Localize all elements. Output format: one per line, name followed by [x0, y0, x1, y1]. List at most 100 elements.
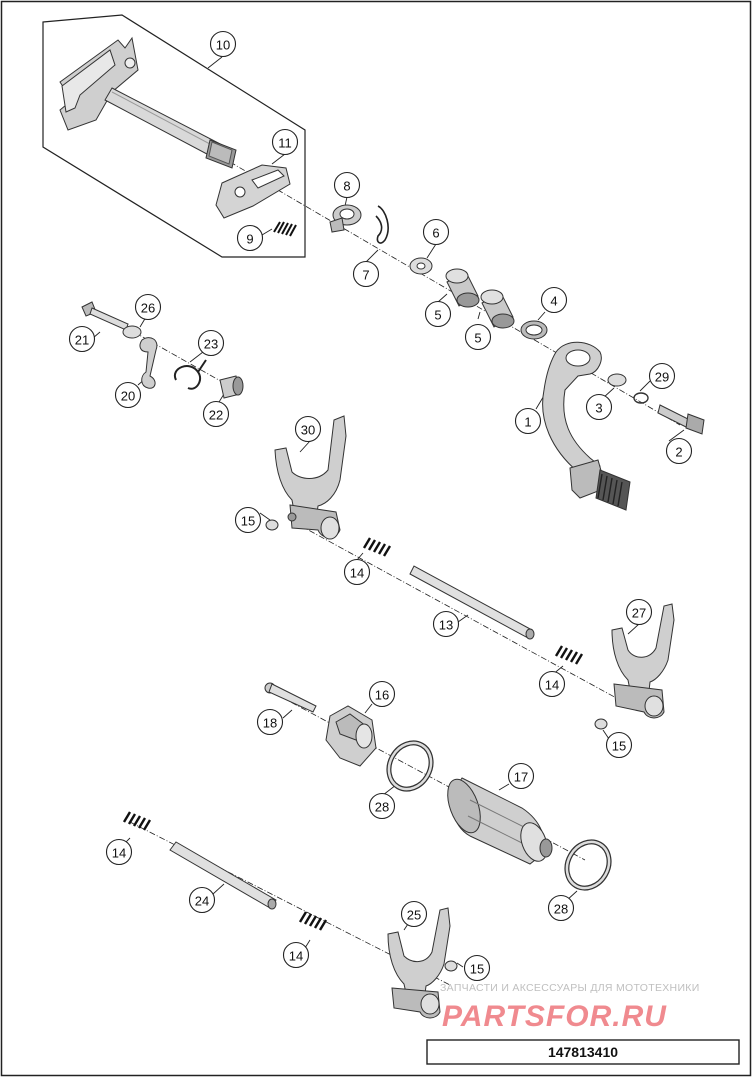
callout-26: 26 [134, 293, 162, 321]
shift-drum-17 [447, 777, 553, 865]
svg-text:22: 22 [209, 408, 223, 423]
part-number: 147813410 [548, 1044, 618, 1060]
watermark-brand: PARTSFOR.RU [442, 1000, 667, 1033]
svg-text:3: 3 [595, 401, 602, 416]
washer-26 [122, 325, 142, 339]
fork-rail-13 [409, 565, 535, 640]
callout-3: 3 [585, 393, 613, 421]
pin-15b [594, 718, 608, 730]
svg-text:11: 11 [278, 136, 292, 151]
needle-bearing-5a [445, 268, 480, 308]
svg-text:17: 17 [514, 770, 528, 785]
washer-6 [409, 257, 433, 275]
shift-plate [215, 164, 291, 219]
callout-7: 7 [352, 260, 380, 288]
svg-text:4: 4 [550, 294, 557, 309]
shift-shaft [59, 36, 237, 169]
bushing-8 [329, 204, 362, 233]
svg-text:27: 27 [632, 606, 646, 621]
callout-15c: 15 [463, 954, 491, 982]
svg-text:18: 18 [263, 716, 277, 731]
callout-8: 8 [333, 171, 361, 199]
svg-text:15: 15 [612, 739, 626, 754]
svg-text:1: 1 [524, 415, 531, 430]
callout-29: 29 [648, 362, 676, 390]
callout-20: 20 [114, 381, 142, 409]
callout-28b: 28 [547, 894, 575, 922]
shift-fork-25 [387, 907, 451, 1019]
callout-2: 2 [665, 437, 693, 465]
shift-fork-27 [611, 603, 675, 719]
callout-6: 6 [422, 218, 450, 246]
needle-bearing-5b [480, 289, 515, 329]
svg-text:15: 15 [241, 514, 255, 529]
svg-text:16: 16 [375, 688, 389, 703]
svg-text:25: 25 [407, 908, 421, 923]
bolt-21 [81, 301, 129, 331]
circlip-29 [633, 392, 649, 404]
callout-28a: 28 [368, 792, 396, 820]
callout-1: 1 [514, 407, 542, 435]
svg-text:20: 20 [121, 389, 135, 404]
seal-ring-4 [520, 320, 548, 340]
svg-text:9: 9 [246, 232, 253, 247]
svg-text:10: 10 [216, 38, 230, 53]
svg-text:15: 15 [470, 962, 484, 977]
fork-rail-24 [169, 841, 277, 910]
callout-30: 30 [294, 415, 322, 443]
svg-text:21: 21 [75, 333, 89, 348]
sleeve-22 [219, 375, 244, 399]
svg-text:14: 14 [112, 846, 126, 861]
callout-15a: 15 [234, 506, 262, 534]
bearing-28b [564, 839, 612, 891]
svg-text:5: 5 [474, 331, 481, 346]
bearing-28a [386, 740, 434, 792]
spring-14b [554, 645, 584, 665]
svg-text:26: 26 [141, 301, 155, 316]
spring-23 [173, 359, 207, 390]
callout-27: 27 [625, 598, 653, 626]
svg-text:7: 7 [362, 268, 369, 283]
callout-24: 24 [188, 886, 216, 914]
shift-shaft-group-box [42, 14, 306, 258]
spring-14d [298, 911, 328, 931]
svg-text:23: 23 [204, 337, 218, 352]
svg-text:14: 14 [350, 566, 364, 581]
callout-10: 10 [209, 30, 237, 58]
bolt-2 [657, 404, 705, 435]
callout-5b: 5 [464, 323, 492, 351]
watermark-tagline: ЗАПЧАСТИ И АКСЕССУАРЫ ДЛЯ МОТОТЕХНИКИ [440, 982, 700, 994]
shift-drum-segment-16 [325, 705, 377, 767]
pin-15a [265, 519, 279, 531]
lever-20 [139, 337, 158, 389]
callout-group: 10 11 8 9 7 6 5 5 4 26 21 23 20 22 29 3 … [68, 30, 693, 982]
spring-9 [273, 221, 297, 237]
callout-25: 25 [400, 900, 428, 928]
callout-13: 13 [432, 610, 460, 638]
svg-text:28: 28 [554, 902, 568, 917]
shift-lever [542, 341, 631, 511]
callout-14b: 14 [538, 670, 566, 698]
callout-14a: 14 [343, 558, 371, 586]
shift-fork-30 [274, 415, 347, 540]
svg-text:29: 29 [655, 370, 669, 385]
callout-16: 16 [368, 680, 396, 708]
callout-5a: 5 [424, 300, 452, 328]
callout-21: 21 [68, 325, 96, 353]
callout-22: 22 [202, 400, 230, 428]
callout-14d: 14 [282, 941, 310, 969]
callout-4: 4 [540, 286, 568, 314]
callout-11: 11 [271, 128, 299, 156]
svg-text:24: 24 [195, 894, 209, 909]
svg-text:13: 13 [439, 618, 453, 633]
leader-lines [92, 56, 685, 968]
part-number-box [426, 1039, 740, 1065]
callout-18: 18 [256, 708, 284, 736]
callout-9: 9 [236, 224, 264, 252]
svg-text:6: 6 [432, 226, 439, 241]
pin-15c [444, 960, 458, 972]
svg-text:2: 2 [675, 445, 682, 460]
svg-text:14: 14 [289, 949, 303, 964]
